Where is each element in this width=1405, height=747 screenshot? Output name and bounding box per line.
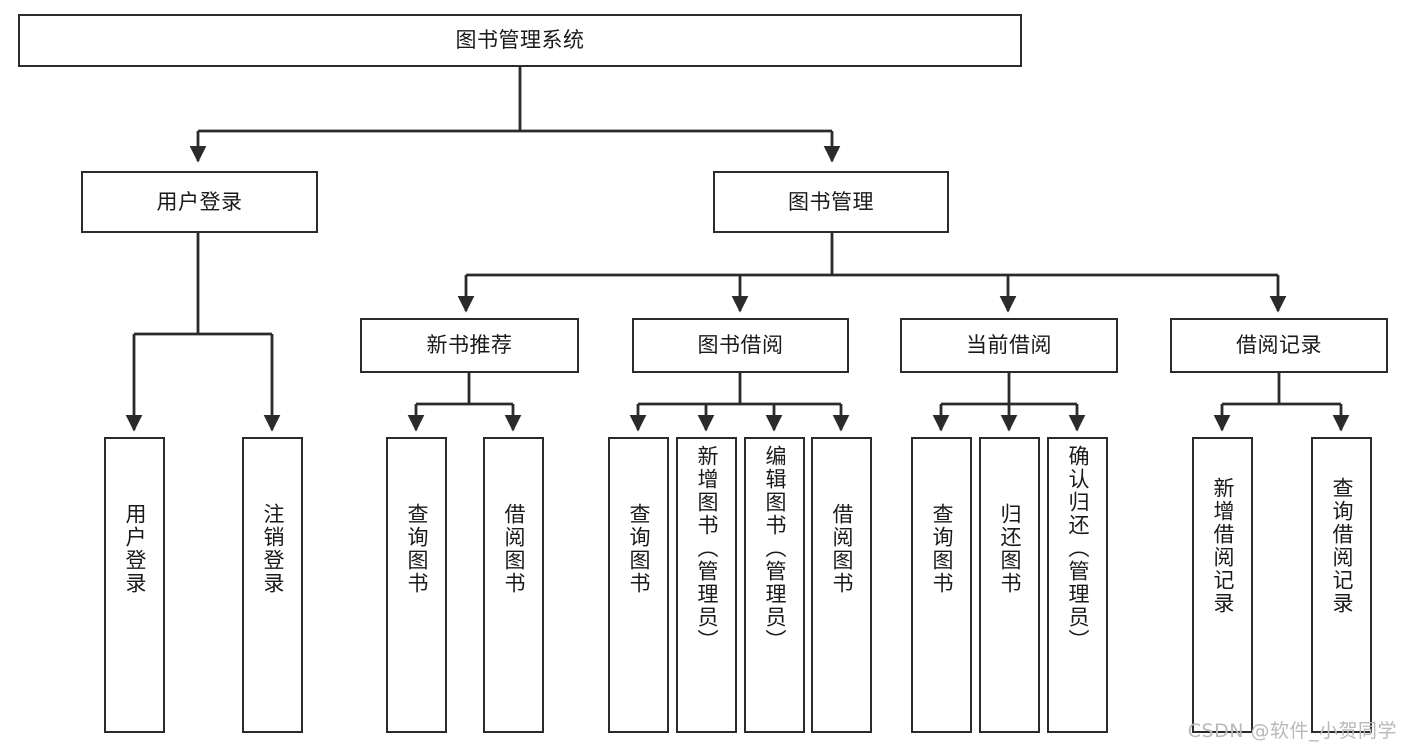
leaf-borrow-book-recommend[interactable]: 借阅图书 bbox=[483, 437, 544, 733]
leaf-add-borrow-record-label: 新增借阅记录 bbox=[1210, 477, 1235, 615]
leaf-return-book-label: 归还图书 bbox=[997, 503, 1022, 595]
leaf-confirm-return-admin[interactable]: 确认归还（管理员） bbox=[1047, 437, 1108, 733]
leaf-user-login-label: 用户登录 bbox=[122, 503, 147, 595]
leaf-add-borrow-record[interactable]: 新增借阅记录 bbox=[1192, 437, 1253, 733]
leaf-query-book-recommend[interactable]: 查询图书 bbox=[386, 437, 447, 733]
node-user-login-label: 用户登录 bbox=[156, 189, 243, 214]
leaf-query-book-current[interactable]: 查询图书 bbox=[911, 437, 972, 733]
leaf-borrow-book-label: 借阅图书 bbox=[829, 503, 854, 595]
node-root[interactable]: 图书管理系统 bbox=[18, 14, 1022, 67]
leaf-add-book-admin-label: 新增图书（管理员） bbox=[694, 445, 719, 652]
leaf-query-borrow-record-label: 查询借阅记录 bbox=[1329, 477, 1354, 615]
leaf-query-borrow-record[interactable]: 查询借阅记录 bbox=[1311, 437, 1372, 733]
leaf-query-book-current-label: 查询图书 bbox=[929, 503, 954, 595]
node-new-book-recommend-label: 新书推荐 bbox=[426, 333, 513, 358]
node-book-management[interactable]: 图书管理 bbox=[713, 171, 949, 233]
leaf-user-login[interactable]: 用户登录 bbox=[104, 437, 165, 733]
leaf-query-book-borrow-label: 查询图书 bbox=[626, 503, 651, 595]
leaf-borrow-book[interactable]: 借阅图书 bbox=[811, 437, 872, 733]
node-book-management-label: 图书管理 bbox=[788, 189, 874, 214]
node-root-label: 图书管理系统 bbox=[455, 28, 585, 53]
node-new-book-recommend[interactable]: 新书推荐 bbox=[360, 318, 579, 373]
leaf-confirm-return-admin-label: 确认归还（管理员） bbox=[1065, 445, 1090, 652]
leaf-add-book-admin[interactable]: 新增图书（管理员） bbox=[676, 437, 737, 733]
leaf-edit-book-admin-label: 编辑图书（管理员） bbox=[762, 445, 787, 652]
leaf-edit-book-admin[interactable]: 编辑图书（管理员） bbox=[744, 437, 805, 733]
csdn-watermark: CSDN @软件_小贺同学 bbox=[1187, 720, 1397, 742]
leaf-return-book[interactable]: 归还图书 bbox=[979, 437, 1040, 733]
node-book-borrow[interactable]: 图书借阅 bbox=[632, 318, 849, 373]
node-user-login[interactable]: 用户登录 bbox=[81, 171, 318, 233]
leaf-query-book-borrow[interactable]: 查询图书 bbox=[608, 437, 669, 733]
node-current-borrow[interactable]: 当前借阅 bbox=[900, 318, 1118, 373]
node-book-borrow-label: 图书借阅 bbox=[697, 333, 784, 358]
node-current-borrow-label: 当前借阅 bbox=[966, 333, 1052, 358]
leaf-logout[interactable]: 注销登录 bbox=[242, 437, 303, 733]
leaf-logout-label: 注销登录 bbox=[260, 503, 285, 595]
node-borrow-record-label: 借阅记录 bbox=[1236, 333, 1322, 358]
leaf-borrow-book-recommend-label: 借阅图书 bbox=[501, 503, 526, 595]
node-borrow-record[interactable]: 借阅记录 bbox=[1170, 318, 1388, 373]
leaf-query-book-recommend-label: 查询图书 bbox=[404, 503, 429, 595]
